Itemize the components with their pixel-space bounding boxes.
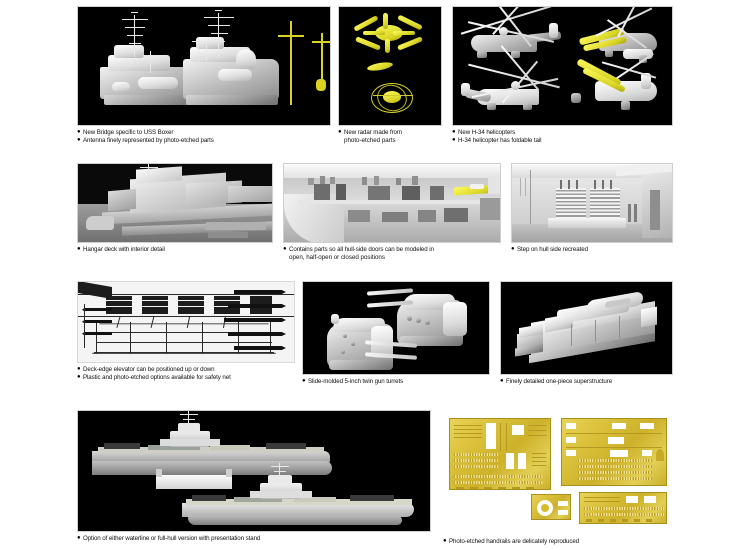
caption-line: ● Option of either waterline or full-hul… — [77, 535, 431, 543]
panel-hull-options: ● Option of either waterline or full-hul… — [77, 410, 431, 543]
bullet-icon: ● — [302, 378, 306, 384]
caption-text: Option of either waterline or full-hull … — [83, 535, 261, 542]
caption-line: ● Finely detailed one-piece superstructu… — [500, 378, 673, 386]
panel-deck-edge-elevator: ● Deck-edge elevator can be positioned u… — [77, 281, 295, 382]
bullet-icon: ● — [338, 129, 342, 135]
panel-h34-helicopters-caption: ● New H-34 helicopters ● H-34 helicopter… — [452, 126, 673, 145]
panel-h34-helicopters: ● New H-34 helicopters ● H-34 helicopter… — [452, 6, 673, 145]
caption-line: ● Plastic and photo-etched options avail… — [77, 374, 295, 382]
caption-text: Hangar deck with interior detail — [83, 246, 165, 253]
panel-hangar-deck: ● Hangar deck with interior detail — [77, 163, 273, 254]
caption-line: ● New Bridge specific to USS Boxer — [77, 129, 331, 137]
panel-hull-side-doors-caption: ● Contains parts so all hull-side doors … — [283, 243, 501, 261]
bullet-icon: ● — [77, 136, 81, 143]
caption-text: open, half-open or closed positions — [289, 253, 385, 261]
bullet-icon: ● — [283, 246, 287, 252]
caption-line: ● Slide-molded 5-inch twin gun turrets — [302, 378, 490, 386]
bullet-icon: ● — [443, 538, 447, 544]
caption-line: ● Hangar deck with interior detail — [77, 246, 273, 254]
panel-gun-turrets-image — [302, 281, 490, 375]
caption-text: Plastic and photo-etched options availab… — [83, 373, 231, 381]
caption-text: Step on hull side recreated — [517, 246, 588, 253]
bullet-icon: ● — [500, 378, 504, 384]
panel-superstructure: ● Finely detailed one-piece superstructu… — [500, 281, 673, 386]
bullet-icon: ● — [452, 136, 456, 143]
caption-line: ● Antenna finely represented by photo-et… — [77, 137, 331, 145]
panel-bridge-antenna-caption: ● New Bridge specific to USS Boxer ● Ant… — [77, 126, 331, 145]
caption-line: ● New radar made from — [338, 129, 442, 137]
panel-photo-etched-frets: ● Photo-etched handrails are delicately … — [443, 410, 673, 546]
caption-text: Deck-edge elevator can be positioned up … — [83, 366, 215, 373]
panel-hangar-deck-image — [77, 163, 273, 243]
caption-line: ● H-34 helicopter has foldable tail — [452, 137, 673, 145]
caption-line: ● New H-34 helicopters — [452, 129, 673, 137]
caption-text: Slide-molded 5-inch twin gun turrets — [308, 378, 404, 385]
panel-hangar-deck-caption: ● Hangar deck with interior detail — [77, 243, 273, 254]
panel-hull-side-doors: ● Contains parts so all hull-side doors … — [283, 163, 501, 262]
bullet-icon: ● — [77, 246, 81, 252]
bullet-icon: ● — [452, 129, 456, 135]
caption-text: New H-34 helicopters — [458, 129, 516, 136]
caption-text: photo-etched parts — [344, 136, 396, 144]
caption-line: ● Photo-etched handrails are delicately … — [443, 538, 673, 546]
bullet-icon: ● — [77, 535, 81, 541]
caption-line: ● Deck-edge elevator can be positioned u… — [77, 366, 295, 374]
panel-hull-options-caption: ● Option of either waterline or full-hul… — [77, 532, 431, 543]
caption-text: Antenna finely represented by photo-etch… — [83, 136, 214, 144]
caption-text: New Bridge specific to USS Boxer — [83, 129, 174, 136]
caption-line: ● Step on hull side recreated — [511, 246, 673, 254]
panel-superstructure-image — [500, 281, 673, 375]
caption-text: Finely detailed one-piece superstructure — [506, 378, 613, 385]
panel-hull-options-image — [77, 410, 431, 532]
bullet-icon: ● — [77, 129, 81, 135]
panel-gun-turrets: ● Slide-molded 5-inch twin gun turrets — [302, 281, 490, 386]
panel-deck-edge-elevator-caption: ● Deck-edge elevator can be positioned u… — [77, 363, 295, 382]
caption-text: Photo-etched handrails are delicately re… — [449, 538, 580, 545]
panel-h34-helicopters-image — [452, 6, 673, 126]
panel-gun-turrets-caption: ● Slide-molded 5-inch twin gun turrets — [302, 375, 490, 386]
panel-hull-side-doors-image — [283, 163, 501, 243]
bullet-icon: ● — [77, 366, 81, 372]
panel-hull-side-step: ● Step on hull side recreated — [511, 163, 673, 254]
panel-photo-etched-frets-image — [443, 410, 673, 532]
bullet-icon: ● — [77, 373, 81, 380]
bullet-icon: ● — [511, 246, 515, 252]
panel-hull-side-step-image — [511, 163, 673, 243]
panel-bridge-antenna-image — [77, 6, 331, 126]
panel-bridge-antenna: ● New Bridge specific to USS Boxer ● Ant… — [77, 6, 331, 145]
panel-photo-etched-frets-caption: ● Photo-etched handrails are delicately … — [443, 532, 673, 546]
caption-text: H-34 helicopter has foldable tail — [458, 136, 542, 144]
panel-superstructure-caption: ● Finely detailed one-piece superstructu… — [500, 375, 673, 386]
caption-text: Contains parts so all hull-side doors ca… — [289, 246, 434, 253]
panel-deck-edge-elevator-image — [77, 281, 295, 363]
panel-radar-caption: ● New radar made from photo-etched parts — [338, 126, 442, 144]
panel-radar: ● New radar made from photo-etched parts — [338, 6, 442, 145]
caption-line: ● Contains parts so all hull-side doors … — [283, 246, 501, 254]
panel-radar-image — [338, 6, 442, 126]
panel-hull-side-step-caption: ● Step on hull side recreated — [511, 243, 673, 254]
caption-text: New radar made from — [344, 129, 402, 136]
